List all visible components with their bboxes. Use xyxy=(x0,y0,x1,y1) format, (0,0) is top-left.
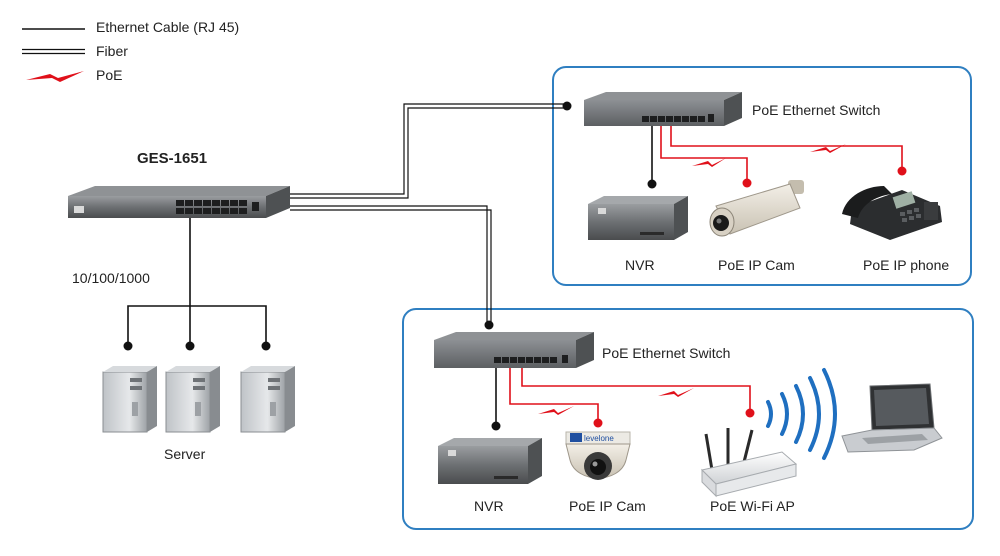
bottom-ip-cam-icon: levelone xyxy=(565,431,631,480)
bottom-nvr-label: NVR xyxy=(474,498,504,514)
cam-brand-text: levelone xyxy=(584,434,614,443)
server-label: Server xyxy=(164,446,206,462)
ap-label: PoE Wi-Fi AP xyxy=(710,498,795,514)
bottom-nvr-icon xyxy=(438,438,542,484)
top-switch-fiber-port xyxy=(562,101,572,111)
poe-bolt-icon xyxy=(692,158,726,167)
legend-fiber-label: Fiber xyxy=(96,43,128,59)
server-icon xyxy=(165,366,220,433)
poe-bolt-icon xyxy=(658,388,694,397)
legend-ethernet-label: Ethernet Cable (RJ 45) xyxy=(96,19,240,35)
legend-poe-bolt xyxy=(26,71,84,82)
bottom-switch-fiber-port xyxy=(484,320,494,330)
bottom-poe-switch-icon xyxy=(434,332,594,368)
ip-phone-icon xyxy=(842,186,942,240)
bottom-cam-label: PoE IP Cam xyxy=(569,498,646,514)
fiber-links xyxy=(290,103,567,324)
speed-label: 10/100/1000 xyxy=(72,270,150,286)
server-icon xyxy=(240,366,295,433)
bottom-poe-group-box xyxy=(402,308,974,530)
poe-bolt-icon xyxy=(538,406,574,415)
top-poe-group-box xyxy=(552,66,972,286)
wifi-ap-icon xyxy=(701,428,798,498)
top-cam-label: PoE IP Cam xyxy=(718,257,795,273)
core-switch-title: GES-1651 xyxy=(137,150,208,167)
top-poe-switch-icon xyxy=(584,92,742,126)
laptop-icon xyxy=(841,383,943,453)
top-nvr-label: NVR xyxy=(625,257,655,273)
core-switch-icon xyxy=(68,186,290,218)
top-ip-cam-icon xyxy=(709,180,804,237)
top-nvr-icon xyxy=(588,196,688,240)
server-links xyxy=(127,214,267,345)
server-icon xyxy=(102,366,157,433)
phone-label: PoE IP phone xyxy=(863,257,950,273)
top-switch-label: PoE Ethernet Switch xyxy=(752,102,881,118)
bottom-switch-label: PoE Ethernet Switch xyxy=(602,345,731,361)
legend xyxy=(22,28,85,82)
legend-poe-label: PoE xyxy=(96,67,123,83)
poe-bolt-icon xyxy=(810,144,846,153)
wifi-waves-icon xyxy=(766,368,837,460)
